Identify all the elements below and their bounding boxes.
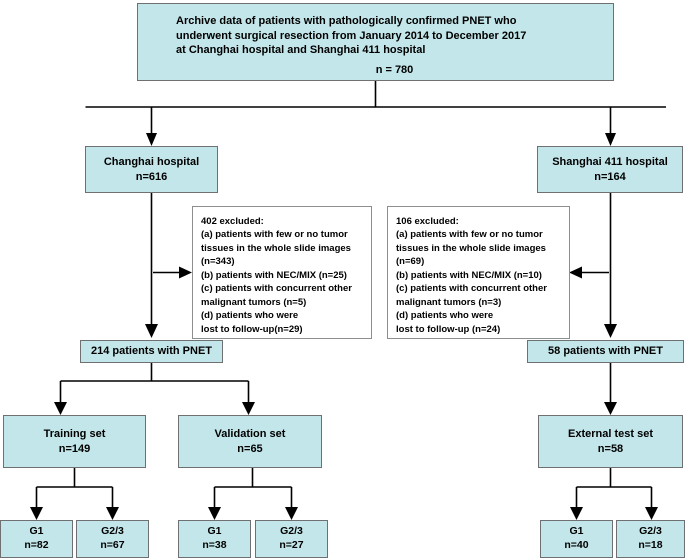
exclusion-shanghai-a1: (a) patients with few or no tumor [396, 229, 543, 241]
exclusion-box-changhai: 402 excluded: (a) patients with few or n… [192, 206, 372, 339]
external-g23-label: G2/3 [639, 525, 662, 538]
shanghai411-hospital-box: Shanghai 411 hospital n=164 [537, 146, 683, 193]
external-g1-label: G1 [569, 525, 584, 538]
arrowhead-training-g23 [106, 507, 119, 520]
arrowhead-external-g1 [570, 507, 583, 520]
exclusion-changhai-a1: (a) patients with few or no tumor [201, 229, 348, 241]
source-cohort-box: Archive data of patients with pathologic… [137, 3, 614, 81]
validation-set-count: n=65 [237, 442, 263, 455]
arrowhead-validation-g1 [208, 507, 221, 520]
grade-box-validation-g1: G1 n=38 [178, 520, 251, 558]
shanghai411-count: n=164 [594, 170, 626, 183]
pnet-shanghai-box: 58 patients with PNET [527, 340, 684, 363]
connector-pnet-changhai-split [59, 363, 249, 404]
pnet-shanghai-label: 58 patients with PNET [548, 345, 663, 358]
arrowhead-to-changhai [146, 133, 157, 146]
grade-box-external-g1: G1 n=40 [540, 520, 613, 558]
exclusion-changhai-a3: (n=343) [201, 256, 235, 268]
validation-g1-label: G1 [207, 525, 222, 538]
validation-g23-count: n=27 [279, 539, 304, 551]
external-g23-count: n=18 [638, 539, 663, 551]
external-test-set-label: External test set [568, 427, 653, 440]
validation-g1-count: n=38 [202, 539, 227, 551]
arrowhead-to-external [604, 402, 617, 415]
connector-training-split [35, 468, 113, 509]
shanghai411-label: Shanghai 411 hospital [552, 155, 668, 168]
exclusion-changhai-b1: (b) patients with NEC/MIX (n=25) [201, 269, 347, 281]
grade-box-training-g1: G1 n=82 [0, 520, 73, 558]
grade-box-training-g23: G2/3 n=67 [76, 520, 149, 558]
pnet-changhai-label: 214 patients with PNET [90, 345, 213, 358]
exclusion-shanghai-b1: (b) patients with NEC/MIX (n=10) [396, 269, 542, 281]
exclusion-shanghai-c1: (c) patients with concurrent other [396, 283, 547, 295]
exclusion-shanghai-a2: tissues in the whole slide images [396, 242, 546, 254]
source-line-2: underwent surgical resection from Januar… [176, 29, 527, 42]
arrowhead-external-g23 [645, 507, 658, 520]
arrowhead-validation-g23 [285, 507, 298, 520]
source-line-1: Archive data of patients with pathologic… [176, 15, 517, 27]
exclusion-shanghai-d2: lost to follow-up (n=24) [396, 323, 501, 335]
exclusion-shanghai-c2: malignant tumors (n=3) [396, 296, 502, 308]
arrowhead-to-exclusion-changhai [179, 266, 192, 279]
validation-g23-label: G2/3 [280, 525, 303, 538]
exclusion-changhai-c2: malignant tumors (n=5) [201, 296, 307, 308]
grade-box-validation-g23: G2/3 n=27 [255, 520, 328, 558]
exclusion-shanghai-a3: (n=69) [396, 256, 425, 268]
arrowhead-training-g1 [30, 507, 43, 520]
arrowhead-to-exclusion-shanghai [569, 266, 582, 279]
changhai-label: Changhai hospital [103, 155, 200, 168]
validation-set-box: Validation set n=65 [178, 415, 322, 468]
connector-source-split [85, 81, 666, 135]
source-count: n = 780 [375, 63, 414, 76]
changhai-hospital-box: Changhai hospital n=616 [85, 146, 218, 193]
exclusion-changhai-d2: lost to follow-up(n=29) [201, 323, 303, 335]
exclusion-shanghai-header: 106 excluded: [396, 216, 459, 227]
exclusion-changhai-c1: (c) patients with concurrent other [201, 283, 352, 295]
exclusion-changhai-header: 402 excluded: [201, 216, 264, 227]
connector-validation-split [213, 468, 292, 509]
exclusion-box-shanghai411: 106 excluded: (a) patients with few or n… [387, 206, 570, 339]
arrowhead-to-validation [242, 402, 255, 415]
arrowhead-to-pnet-changhai [145, 324, 158, 338]
training-set-label: Training set [43, 427, 106, 440]
training-g1-count: n=82 [24, 539, 49, 551]
source-line-3: at Changhai hospital and Shanghai 411 ho… [176, 44, 426, 57]
training-g23-count: n=67 [100, 539, 125, 551]
exclusion-shanghai-d1: (d) patients who were [396, 310, 494, 322]
grade-box-external-g23: G2/3 n=18 [616, 520, 685, 558]
exclusion-changhai-a2: tissues in the whole slide images [201, 242, 351, 254]
arrowhead-to-shanghai [605, 133, 616, 146]
arrowhead-to-training [54, 402, 67, 415]
training-set-box: Training set n=149 [3, 415, 146, 468]
arrowhead-to-pnet-shanghai [604, 324, 617, 338]
training-g1-label: G1 [29, 525, 44, 538]
pnet-changhai-box: 214 patients with PNET [80, 340, 223, 363]
connector-external-split [575, 468, 652, 509]
external-g1-count: n=40 [564, 539, 589, 551]
training-set-count: n=149 [58, 442, 91, 455]
validation-set-label: Validation set [214, 427, 286, 440]
exclusion-changhai-d1: (d) patients who were [201, 310, 299, 322]
training-g23-label: G2/3 [101, 525, 124, 538]
external-test-set-count: n=58 [597, 442, 624, 455]
changhai-count: n=616 [135, 170, 168, 183]
external-test-set-box: External test set n=58 [538, 415, 683, 468]
